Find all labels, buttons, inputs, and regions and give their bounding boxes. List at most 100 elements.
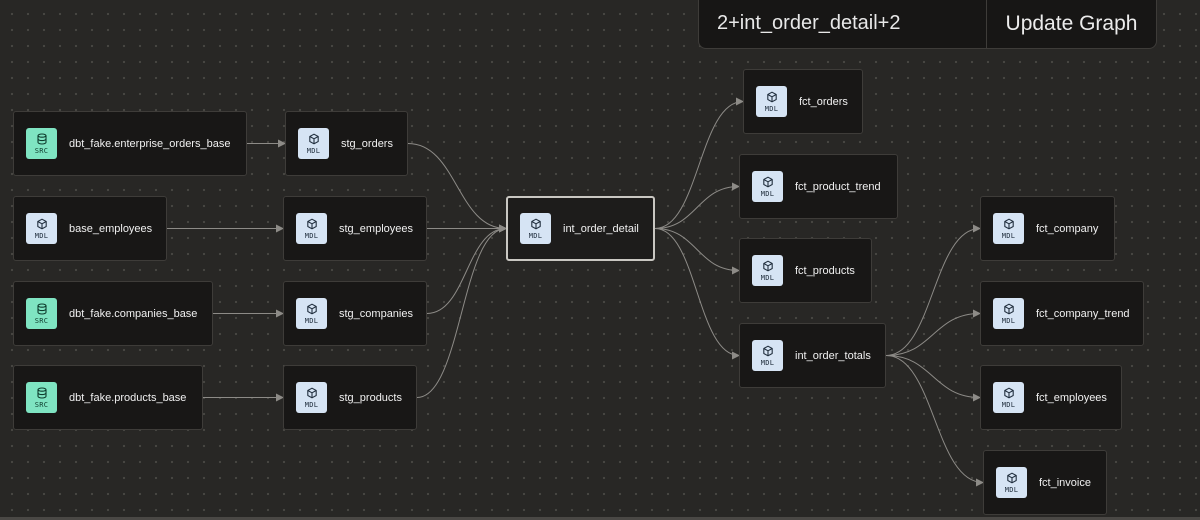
node-kind-label: MDL	[1001, 316, 1016, 325]
node-fct-company-trend[interactable]: MDL fct_company_trend	[980, 281, 1144, 346]
model-badge: MDL	[298, 128, 329, 159]
model-badge: MDL	[26, 213, 57, 244]
node-dbt-fake-products-base[interactable]: SRC dbt_fake.products_base	[13, 365, 203, 430]
edge-int-order-detail-to-fct-products	[654, 228, 740, 275]
cube-icon	[308, 133, 320, 145]
model-badge: MDL	[296, 298, 327, 329]
node-label: base_employees	[69, 222, 153, 235]
model-badge: MDL	[993, 298, 1024, 329]
node-label: dbt_fake.enterprise_orders_base	[69, 137, 231, 150]
node-label: fct_invoice	[1039, 476, 1091, 489]
graph-selector-bar: Update Graph	[698, 0, 1157, 49]
database-icon	[36, 132, 48, 145]
model-badge: MDL	[752, 340, 783, 371]
source-badge: SRC	[26, 128, 57, 159]
source-badge: SRC	[26, 298, 57, 329]
node-kind-label: MDL	[304, 400, 319, 409]
edge-stg-products-to-int-order-detail	[416, 224, 507, 398]
cube-icon	[1003, 303, 1015, 315]
node-fct-products[interactable]: MDL fct_products	[739, 238, 872, 303]
node-kind-label: SRC	[34, 146, 49, 155]
model-badge: MDL	[752, 171, 783, 202]
node-kind-label: SRC	[34, 316, 49, 325]
node-kind-label: MDL	[528, 231, 543, 240]
edge-int-order-totals-to-fct-employees	[885, 355, 981, 402]
canvas-bottom-edge	[0, 517, 1200, 520]
cube-icon	[306, 387, 318, 399]
cube-icon	[306, 303, 318, 315]
node-label: int_order_detail	[563, 222, 639, 235]
node-int-order-totals[interactable]: MDL int_order_totals	[739, 323, 886, 388]
cube-icon	[766, 91, 778, 103]
database-icon	[36, 302, 48, 315]
cube-icon	[762, 260, 774, 272]
node-int-order-detail[interactable]: MDL int_order_detail	[506, 196, 655, 261]
cube-icon	[306, 218, 318, 230]
node-label: fct_product_trend	[795, 180, 881, 193]
node-label: stg_companies	[339, 307, 413, 320]
edge-int-order-detail-to-fct-orders	[654, 97, 744, 229]
node-fct-invoice[interactable]: MDL fct_invoice	[983, 450, 1107, 515]
node-stg-products[interactable]: MDL stg_products	[283, 365, 417, 430]
node-label: int_order_totals	[795, 349, 871, 362]
cube-icon	[1003, 387, 1015, 399]
cube-icon	[1003, 218, 1015, 230]
cube-icon	[36, 218, 48, 230]
update-graph-button[interactable]: Update Graph	[987, 0, 1156, 48]
node-label: fct_products	[795, 264, 855, 277]
node-fct-product-trend[interactable]: MDL fct_product_trend	[739, 154, 898, 219]
selector-input[interactable]	[699, 0, 987, 48]
node-kind-label: MDL	[304, 316, 319, 325]
node-kind-label: MDL	[760, 358, 775, 367]
node-fct-company[interactable]: MDL fct_company	[980, 196, 1115, 261]
node-kind-label: MDL	[306, 146, 321, 155]
node-label: dbt_fake.products_base	[69, 391, 187, 404]
node-kind-label: MDL	[1001, 400, 1016, 409]
node-label: fct_company	[1036, 222, 1099, 235]
node-dbt-fake-companies-base[interactable]: SRC dbt_fake.companies_base	[13, 281, 213, 346]
model-badge: MDL	[993, 213, 1024, 244]
node-kind-label: MDL	[1004, 485, 1019, 494]
edge-int-order-detail-to-int-order-totals	[654, 228, 740, 360]
node-label: fct_employees	[1036, 391, 1107, 404]
model-badge: MDL	[520, 213, 551, 244]
node-kind-label: MDL	[1001, 231, 1016, 240]
model-badge: MDL	[752, 255, 783, 286]
source-badge: SRC	[26, 382, 57, 413]
node-kind-label: MDL	[34, 231, 49, 240]
node-stg-companies[interactable]: MDL stg_companies	[283, 281, 427, 346]
node-kind-label: MDL	[764, 104, 779, 113]
cube-icon	[762, 345, 774, 357]
node-dbt-fake-enterprise-orders-base[interactable]: SRC dbt_fake.enterprise_orders_base	[13, 111, 247, 176]
node-label: stg_products	[339, 391, 402, 404]
edge-stg-companies-to-int-order-detail	[426, 224, 507, 314]
database-icon	[36, 386, 48, 399]
edge-int-order-detail-to-fct-product-trend	[654, 182, 740, 229]
node-kind-label: MDL	[304, 231, 319, 240]
model-badge: MDL	[296, 382, 327, 413]
node-label: fct_company_trend	[1036, 307, 1130, 320]
node-label: stg_orders	[341, 137, 393, 150]
node-base-employees[interactable]: MDL base_employees	[13, 196, 167, 261]
edge-int-order-totals-to-fct-company	[885, 224, 981, 356]
model-badge: MDL	[993, 382, 1024, 413]
node-fct-orders[interactable]: MDL fct_orders	[743, 69, 863, 134]
node-label: dbt_fake.companies_base	[69, 307, 198, 320]
edge-int-order-totals-to-fct-invoice	[885, 355, 984, 487]
node-label: stg_employees	[339, 222, 413, 235]
model-badge: MDL	[996, 467, 1027, 498]
cube-icon	[762, 176, 774, 188]
node-kind-label: MDL	[760, 189, 775, 198]
node-fct-employees[interactable]: MDL fct_employees	[980, 365, 1122, 430]
node-stg-orders[interactable]: MDL stg_orders	[285, 111, 408, 176]
cube-icon	[530, 218, 542, 230]
cube-icon	[1006, 472, 1018, 484]
node-kind-label: MDL	[760, 273, 775, 282]
model-badge: MDL	[296, 213, 327, 244]
node-label: fct_orders	[799, 95, 848, 108]
model-badge: MDL	[756, 86, 787, 117]
node-stg-employees[interactable]: MDL stg_employees	[283, 196, 427, 261]
node-kind-label: SRC	[34, 400, 49, 409]
edge-int-order-totals-to-fct-company-trend	[885, 309, 981, 356]
